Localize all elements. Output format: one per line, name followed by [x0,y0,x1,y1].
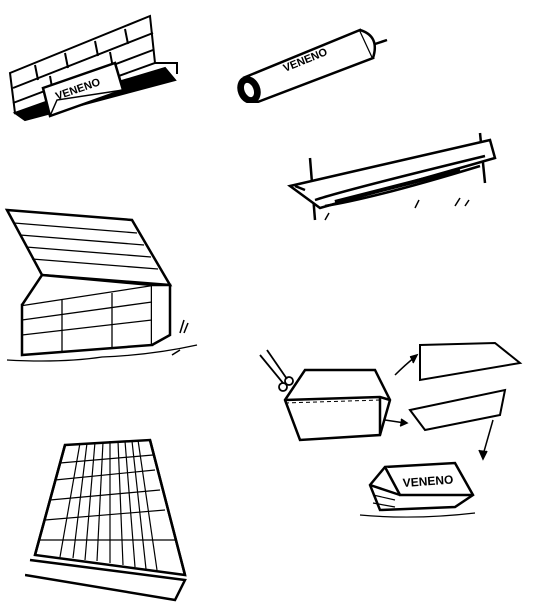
cage-trap [25,438,187,602]
wall-bait-station: VENENO [8,14,178,122]
bait-tube: VENENO [237,28,388,103]
wooden-bait-box [4,208,198,362]
roof-box-label: VENENO [402,472,454,490]
box-folding-instructions: VENENO [259,341,523,518]
log-bait-station [287,132,497,221]
